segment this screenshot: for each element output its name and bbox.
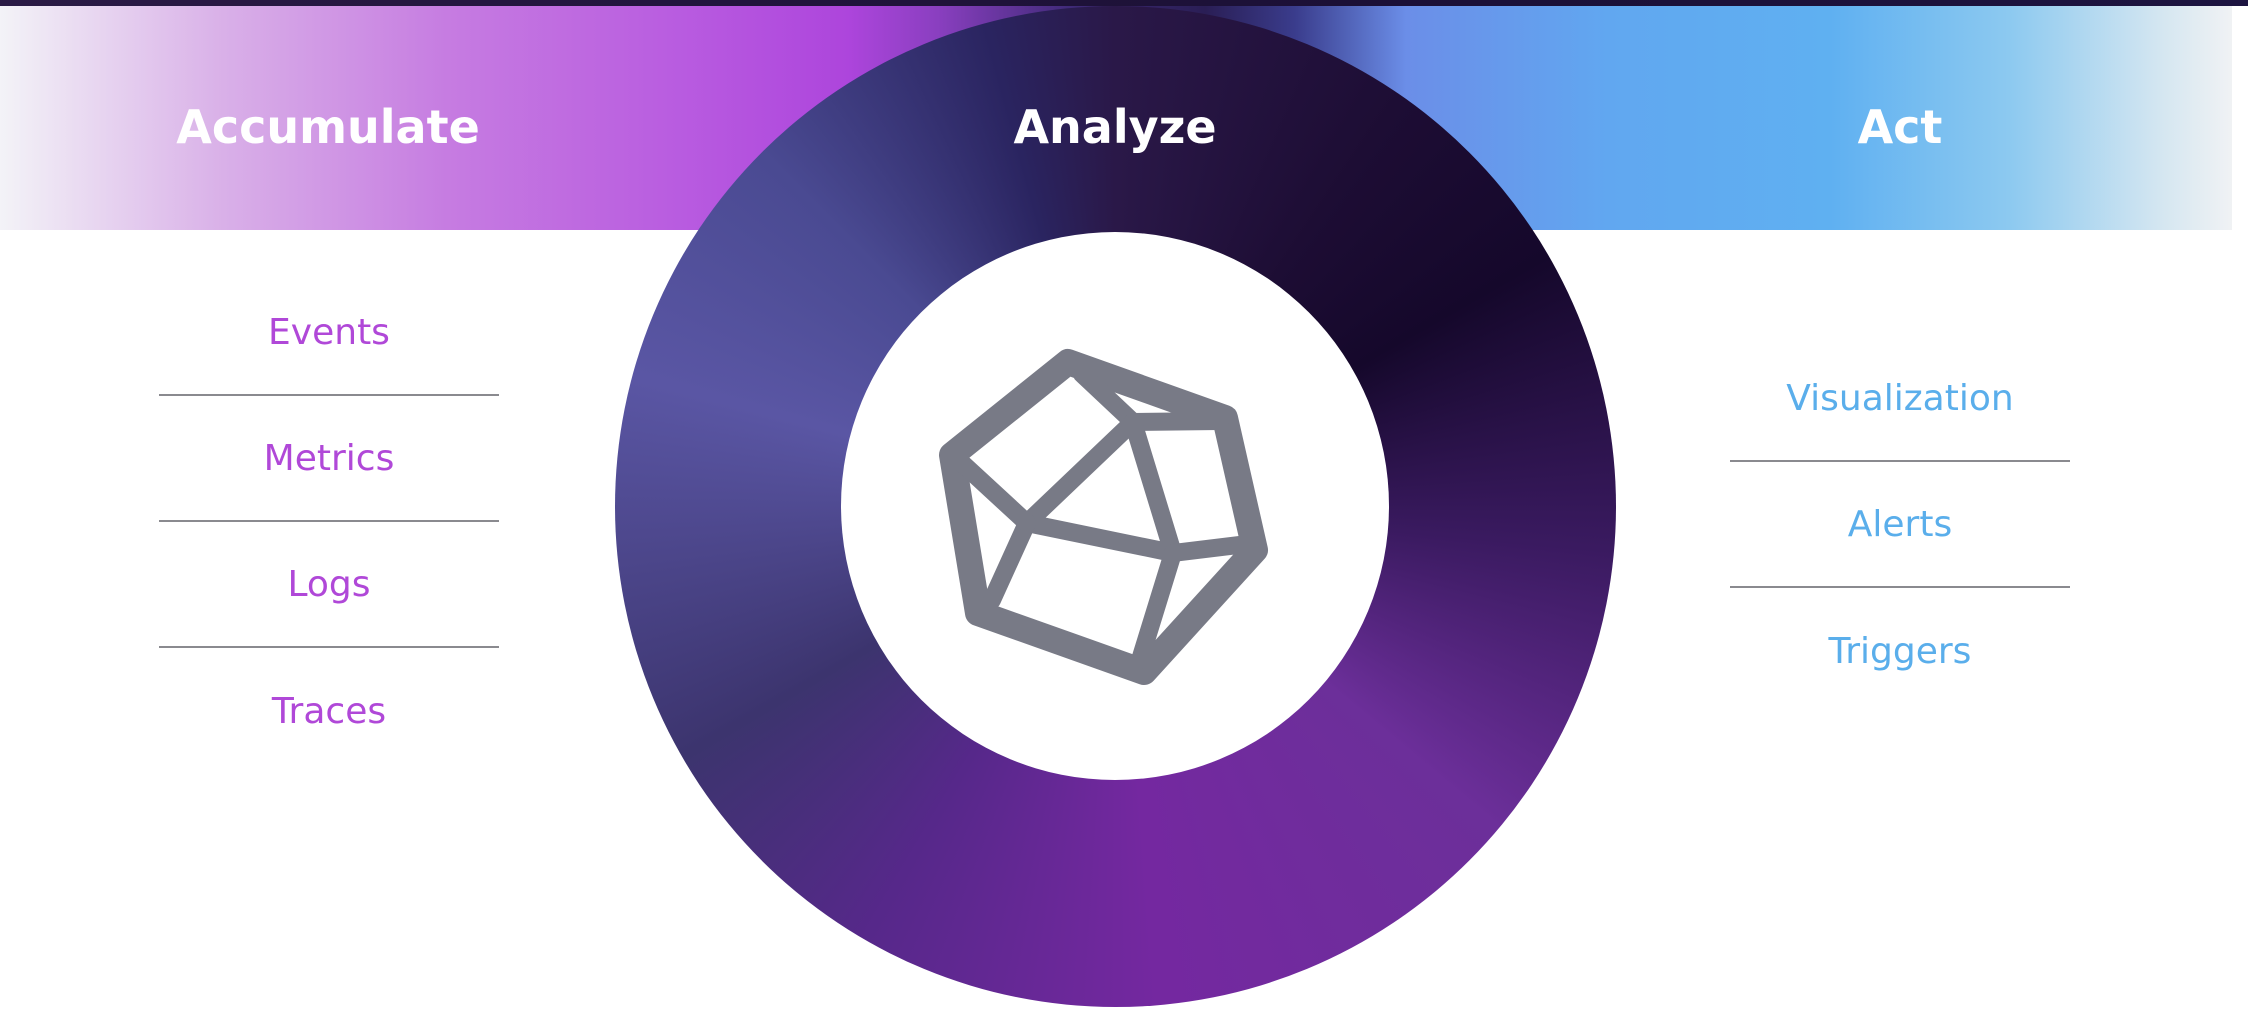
act-item-alerts: Alerts — [1730, 462, 2070, 588]
accumulate-item-metrics: Metrics — [159, 396, 499, 522]
act-heading: Act — [1857, 100, 1943, 154]
act-item-triggers: Triggers — [1828, 630, 1972, 672]
top-strip — [0, 0, 2248, 6]
ring-center — [841, 232, 1389, 780]
accumulate-item-traces: Traces — [271, 690, 387, 732]
accumulate-list: Events Metrics Logs Traces — [159, 270, 499, 774]
accumulate-heading: Accumulate — [176, 100, 480, 154]
act-item-visualization: Visualization — [1730, 336, 2070, 462]
accumulate-item-events: Events — [159, 270, 499, 396]
accumulate-item-logs: Logs — [159, 522, 499, 648]
analyze-heading: Analyze — [1013, 100, 1217, 154]
polyhedron-icon — [939, 349, 1268, 685]
act-list: Visualization Alerts Triggers — [1730, 336, 2070, 714]
